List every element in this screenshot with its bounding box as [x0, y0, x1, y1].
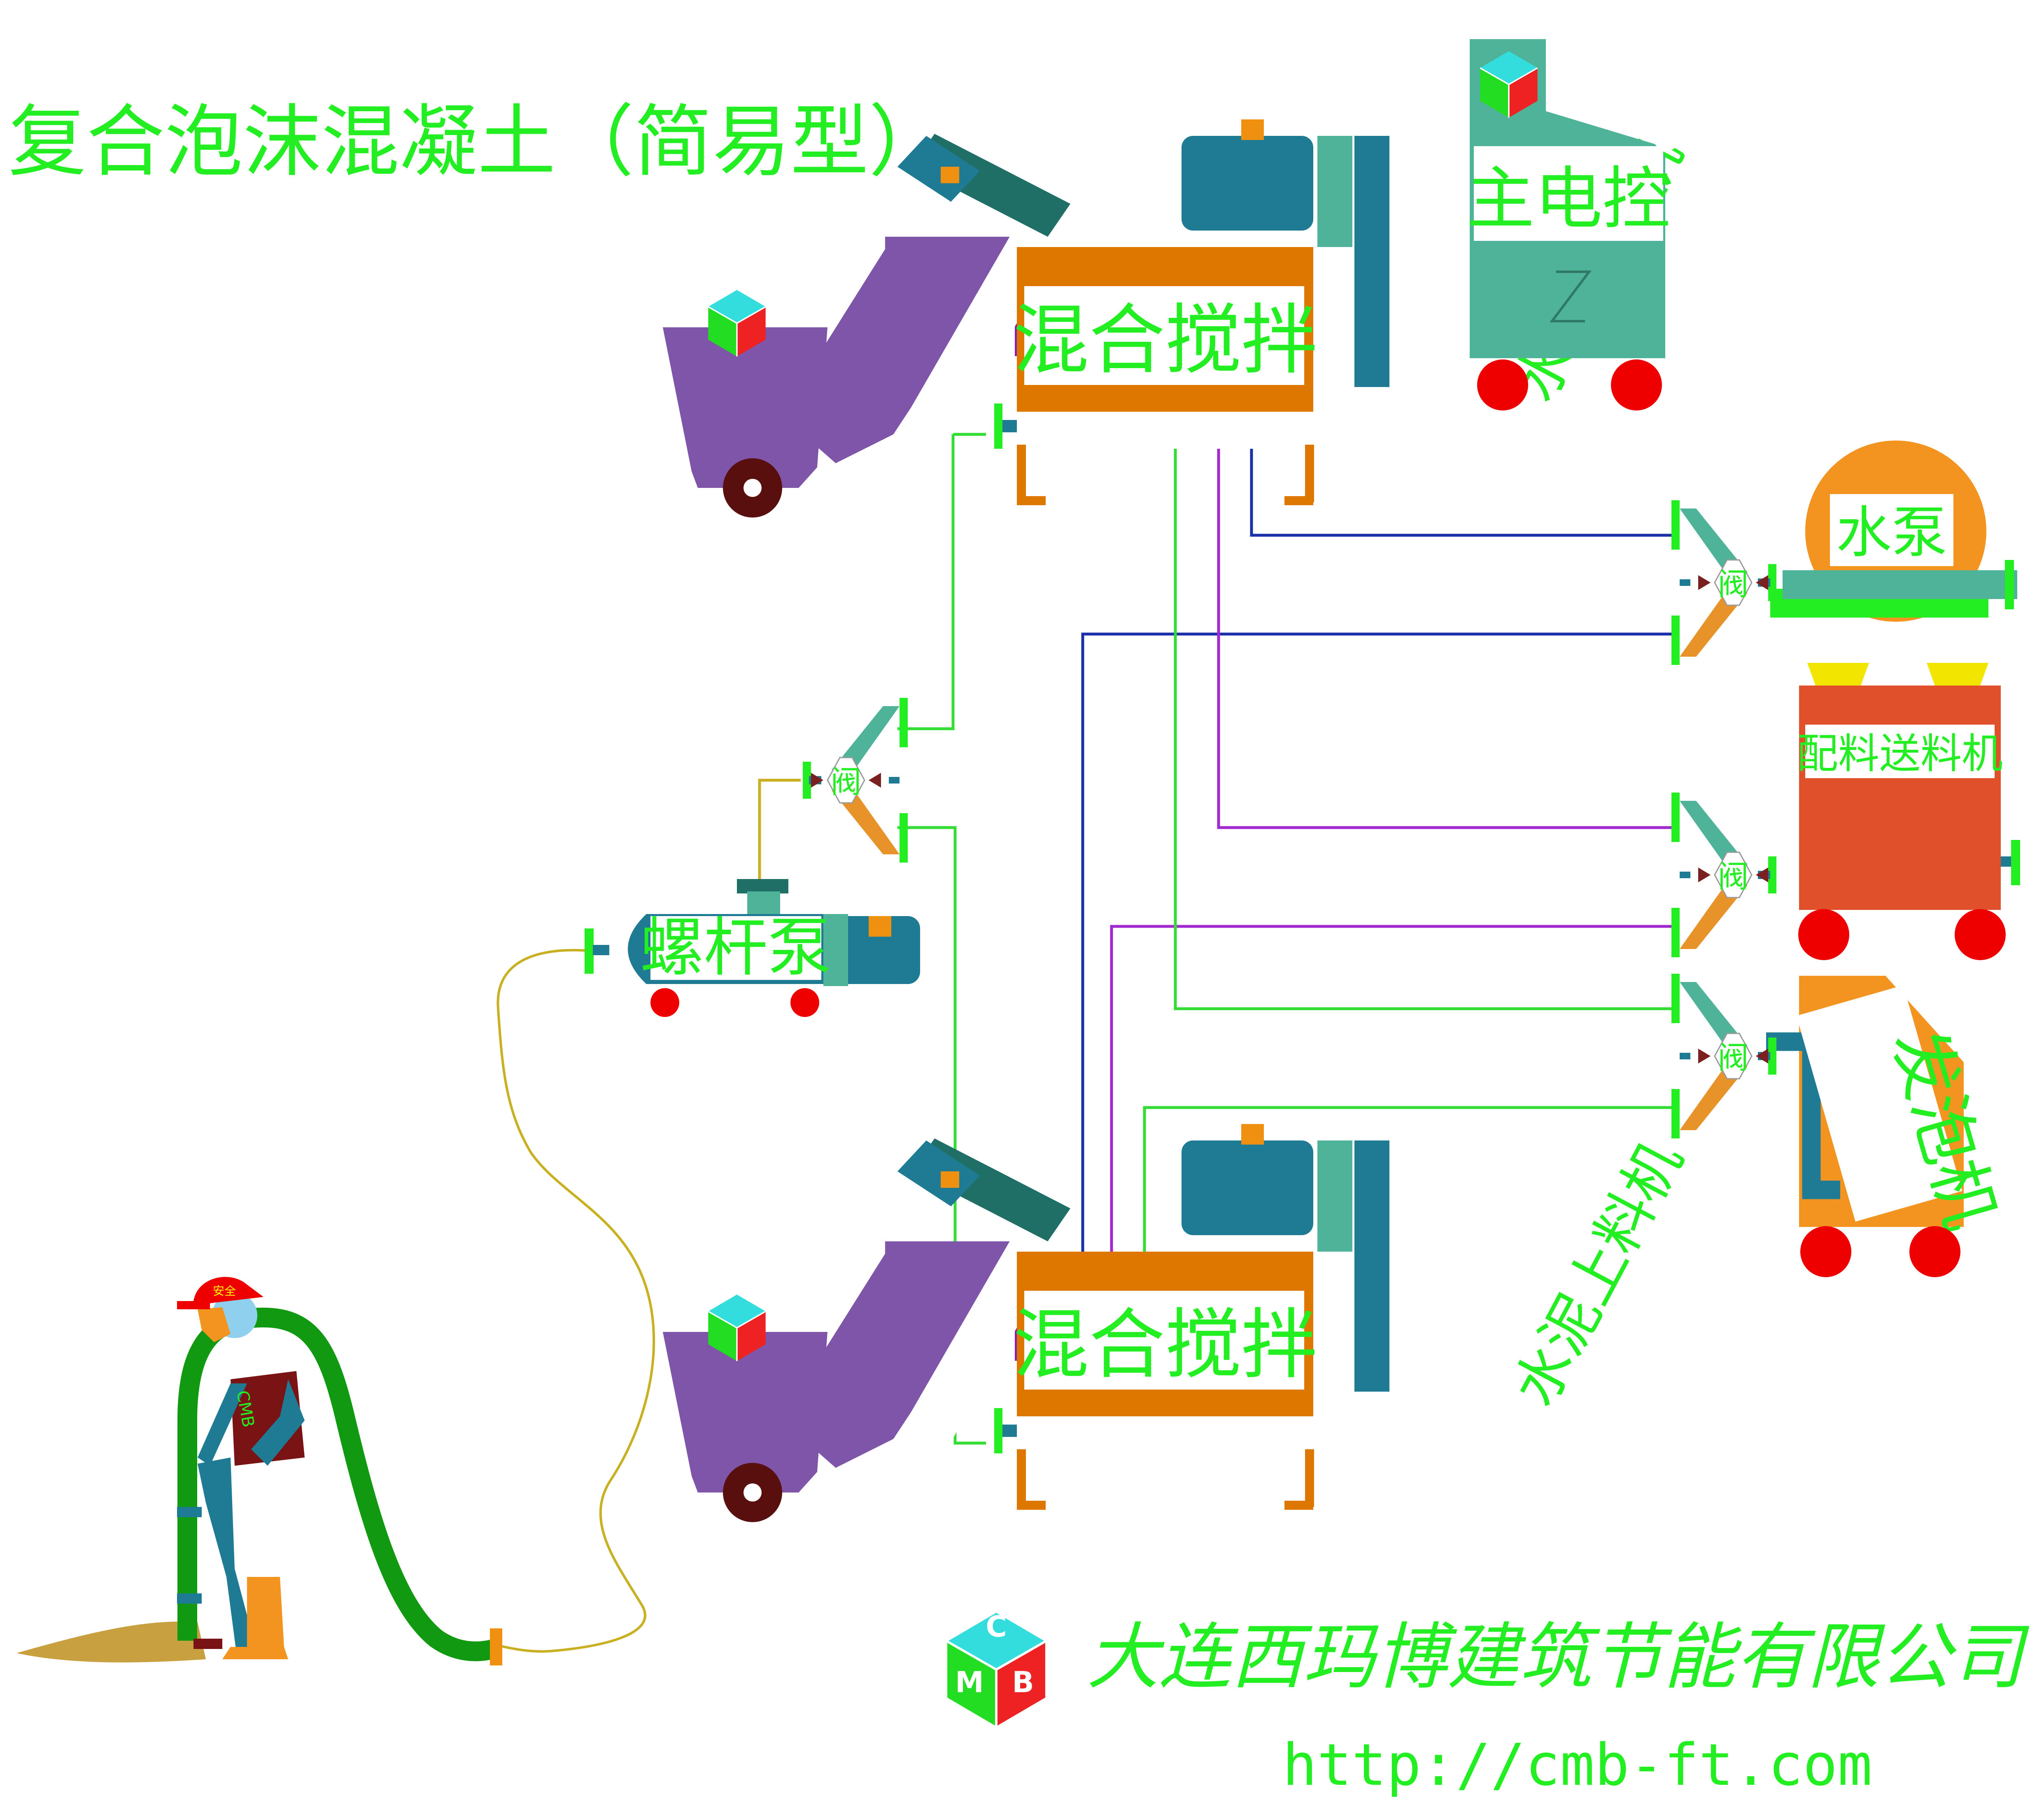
- pipe-green-mixer2-feed: [897, 826, 986, 1445]
- mixer-lower: 混合搅拌: [994, 1124, 1389, 1510]
- pipe-gold-valve-pump: [758, 779, 801, 879]
- batching-feeder: 配料送料机: [1797, 663, 2020, 960]
- company-logo-letters: C M B: [955, 1610, 1034, 1699]
- screw-pump: 螺杆泵: [585, 879, 920, 1017]
- pipe-green-lower: [1143, 1106, 1673, 1264]
- logo-letter-c: C: [986, 1610, 1007, 1644]
- lightning-icon: [1550, 271, 1592, 322]
- valve-foam: 阀: [1671, 973, 1777, 1139]
- worker-with-hose: 安全 CMB: [16, 1277, 502, 1665]
- logo-letter-b: B: [1012, 1665, 1034, 1699]
- pipe-violet-upper: [1217, 449, 1673, 829]
- valve-water-label: 阀: [1718, 566, 1748, 602]
- screw-pump-label: 螺杆泵: [640, 910, 832, 985]
- foam-generator: 发泡机: [1766, 976, 2011, 1277]
- mixer-upper-label: 混合搅拌: [1013, 296, 1317, 385]
- pipe-green-upper: [1174, 449, 1673, 1010]
- valve-batching: 阀: [1671, 792, 1777, 958]
- main-control-label: 主电控: [1467, 159, 1671, 238]
- valve-batching-label: 阀: [1718, 858, 1748, 895]
- mixer-upper: 混合搅拌: [994, 119, 1389, 505]
- cement-feeder-lower-label: 水泥上料机: [1501, 1131, 1696, 1417]
- pipe-gold-hose: [494, 949, 655, 1653]
- diagram-title: 复合泡沫混凝土（简易型）: [8, 96, 947, 187]
- company-url: http://cmb-ft.com: [1282, 1732, 1872, 1799]
- valve-foam-label: 阀: [1718, 1040, 1748, 1076]
- helmet-label: 安全: [213, 1284, 236, 1298]
- company-name: 大连西玛博建筑节能有限公司: [1087, 1616, 2030, 1699]
- main-control-cabinet: 主电控: [1467, 39, 1671, 410]
- water-pump-label: 水泵: [1836, 500, 1947, 565]
- valve-pump-label: 阀: [830, 764, 861, 800]
- water-pump: 水泵: [1770, 441, 2017, 622]
- pipe-blue-lower: [1081, 632, 1673, 1264]
- batching-feeder-label: 配料送料机: [1797, 730, 2003, 778]
- mixer-lower-label: 混合搅拌: [1013, 1300, 1317, 1389]
- pipe-network: [494, 433, 1673, 1653]
- pipe-green-mixer1-feed: [897, 433, 986, 730]
- logo-letter-m: M: [955, 1665, 984, 1699]
- valve-water: 阀: [1671, 499, 1777, 666]
- pipe-blue-upper: [1250, 449, 1673, 537]
- pipe-violet-lower: [1110, 925, 1673, 1264]
